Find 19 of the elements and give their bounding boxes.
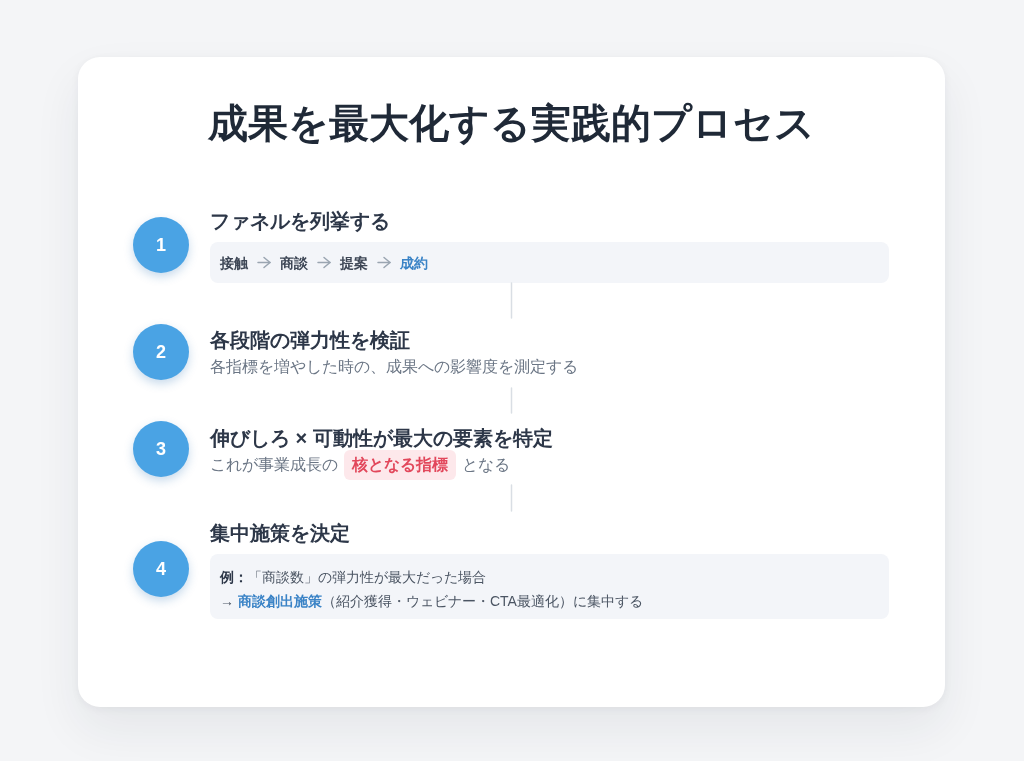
connector-line	[510, 387, 513, 414]
arrow	[377, 256, 391, 269]
step-description: 各指標を増やした時の、成果への影響度を測定する	[210, 357, 578, 377]
funnel-stage: 接触	[210, 252, 258, 273]
step-heading: 各段階の弾力性を検証	[210, 328, 410, 353]
step-heading: ファネルを列挙する	[210, 209, 390, 234]
connector-line	[510, 282, 513, 319]
arrow	[317, 256, 331, 269]
arrow	[257, 256, 271, 269]
step-description: これが事業成長の核となる指標となる	[210, 450, 510, 480]
example-text: → 商談創出施策（紹介獲得・ウェビナー・CTA最適化）に集中する	[220, 592, 643, 611]
funnel-stage: 提案	[330, 252, 378, 273]
title: 成果を最大化する実践的プロセス	[208, 100, 815, 147]
step-heading: 伸びしろ × 可動性が最大の要素を特定	[210, 426, 553, 451]
example-text: 例：「商談数」の弾力性が最大だった場合	[220, 568, 486, 587]
funnel-stage: 商談	[270, 252, 318, 273]
funnel-stage: 成約	[390, 252, 438, 273]
step-heading: 集中施策を決定	[210, 521, 350, 546]
connector-line	[510, 484, 513, 512]
